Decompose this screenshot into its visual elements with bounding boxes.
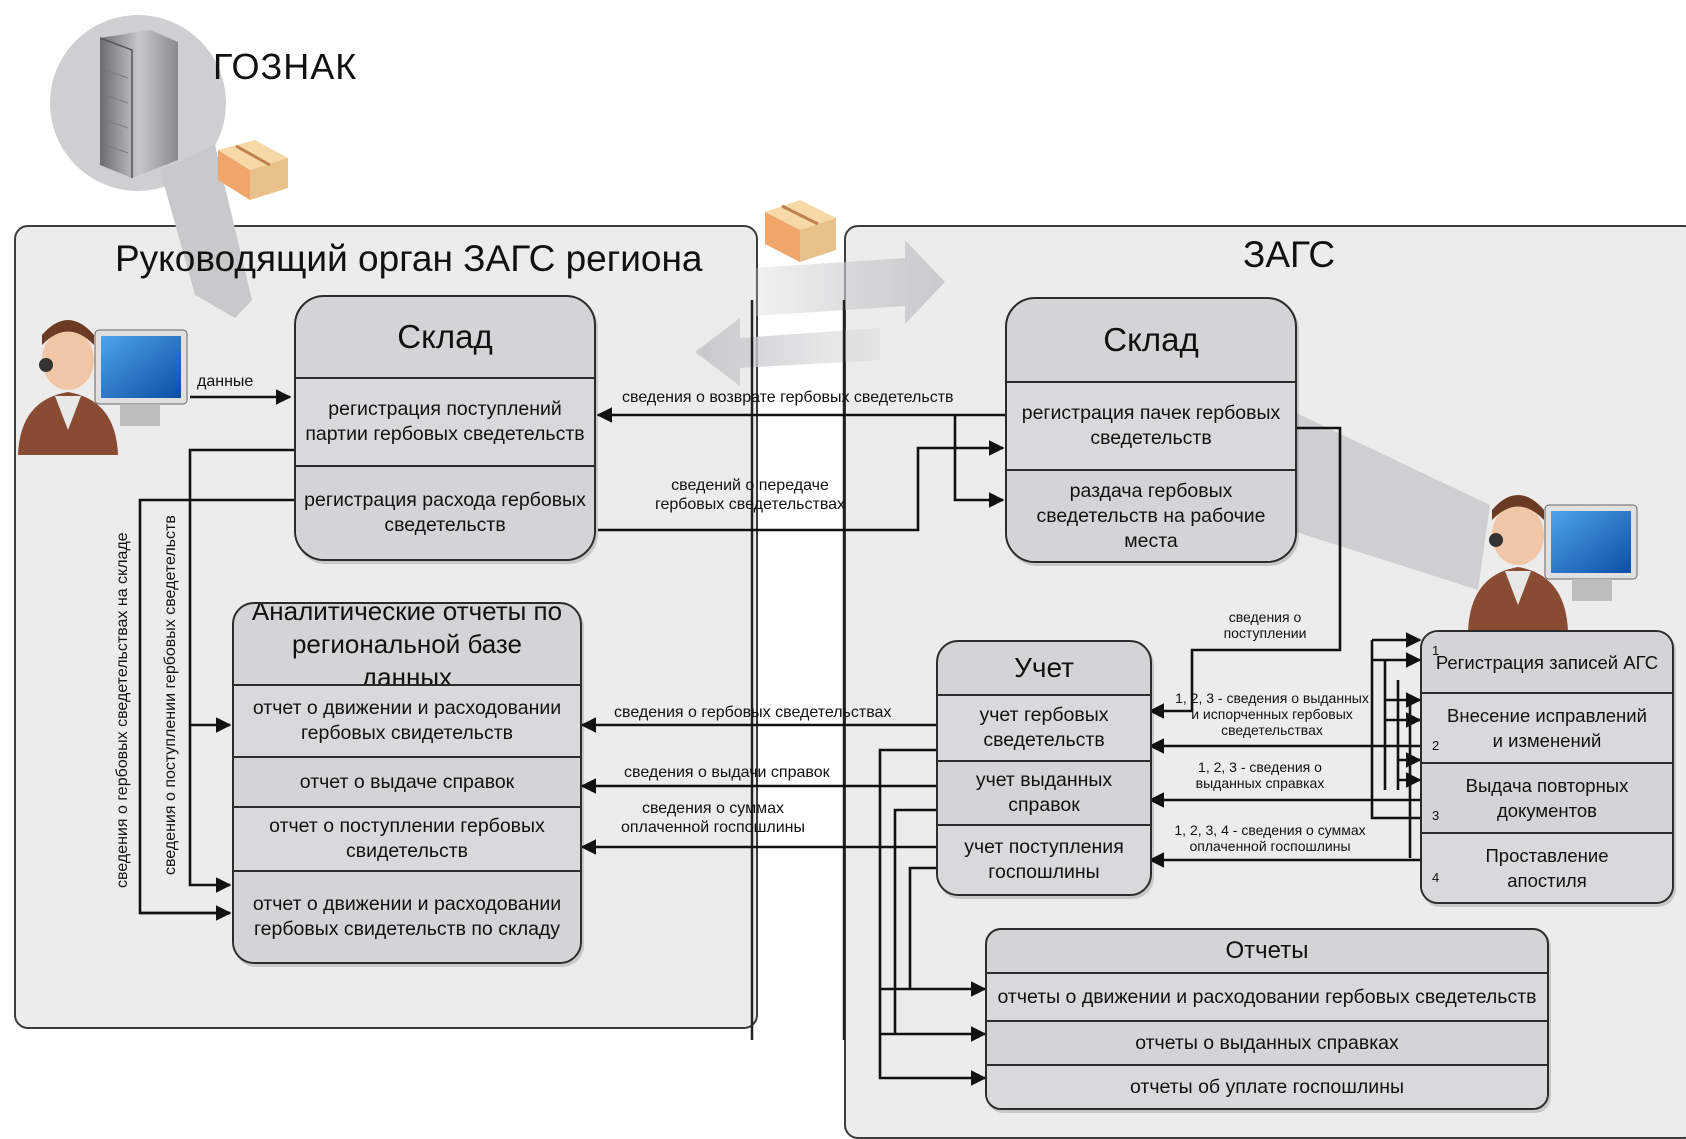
data-label: данные xyxy=(197,373,254,390)
issued-spoiled-label: 1, 2, 3 - сведения о выданных и испорчен… xyxy=(1175,690,1369,738)
registration-row-label: Выдача повторных документов xyxy=(1465,775,1629,821)
fee-info-label: сведения о суммах оплаченной госпошлины xyxy=(620,800,806,836)
registration-row-label: Внесение исправлений и изменений xyxy=(1447,705,1647,751)
zags-panel-title: ЗАГС xyxy=(1243,234,1336,275)
distribution-flow-arrow xyxy=(1290,410,1490,590)
analytics-row: отчет о выдаче справок xyxy=(234,756,580,806)
certificates-info-label: сведения о выдачи справок xyxy=(624,764,830,781)
reports-row: отчеты о движении и расходовании гербовы… xyxy=(987,972,1547,1020)
analytics-row: отчет о движении и расходовании гербовых… xyxy=(234,870,580,962)
accounting-box: Учет учет гербовых сведетельств учет выд… xyxy=(936,640,1152,896)
issued-certs-label: 1, 2, 3 - сведения о выданных справках xyxy=(1195,759,1325,791)
row-number: 1 xyxy=(1432,643,1440,658)
brand-name: ГОЗНАК xyxy=(213,46,358,87)
fee-sums-label: 1, 2, 3, 4 - сведения о суммах оплаченно… xyxy=(1174,822,1366,854)
package-icon xyxy=(218,140,288,200)
regional-panel-title: Руководящий орган ЗАГС региона xyxy=(115,238,703,279)
return-arrow xyxy=(695,318,880,386)
zags-warehouse-row: раздача гербовых сведетельств на рабочие… xyxy=(1007,469,1295,561)
receipt-info-label: сведения о поступлении xyxy=(1223,609,1307,641)
reports-box: Отчеты отчеты о движении и расходовании … xyxy=(985,928,1549,1110)
row-number: 3 xyxy=(1432,808,1440,823)
analytics-box: Аналитические отчеты по региональной баз… xyxy=(232,602,582,964)
reports-title: Отчеты xyxy=(1225,937,1309,964)
building-icon xyxy=(50,15,226,191)
regional-warehouse-title: Склад xyxy=(397,318,493,355)
registration-row: 3 Выдача повторных документов xyxy=(1422,762,1672,832)
transfer-info-label: сведений о передаче гербовых сведетельст… xyxy=(654,477,846,513)
operator-icon xyxy=(1468,495,1638,632)
registration-row: 4 Проставление апостиля xyxy=(1422,832,1672,902)
analytics-row: отчет о поступлении гербовых свидетельст… xyxy=(234,806,580,870)
regional-warehouse-row: регистрация расхода гербовых сведетельст… xyxy=(296,465,594,559)
shipment-arrow xyxy=(755,240,945,324)
analytics-row: отчет о движении и расходовании гербовых… xyxy=(234,684,580,756)
regional-warehouse-row: регистрация поступлений партии гербовых … xyxy=(296,377,594,465)
registration-row: 1 Регистрация записей АГС xyxy=(1422,632,1672,692)
regional-warehouse-box: Склад регистрация поступлений партии гер… xyxy=(294,295,596,561)
stamp-info-label: сведения о гербовых сведетельствах xyxy=(614,704,892,721)
accounting-row: учет поступления госпошлины xyxy=(938,824,1150,894)
vertical-stock-label: сведения о гербовых сведетельствах на ск… xyxy=(114,532,131,888)
vertical-receipt-label: сведения о поступлении гербовых сведетел… xyxy=(162,515,179,875)
package-icon xyxy=(765,200,836,262)
zags-warehouse-title: Склад xyxy=(1103,321,1199,358)
row-number: 2 xyxy=(1432,738,1440,753)
registration-box: 1 Регистрация записей АГС 2 Внесение исп… xyxy=(1420,630,1674,904)
registration-row-label: Проставление апостиля xyxy=(1485,845,1609,891)
reports-row: отчеты о выданных справках xyxy=(987,1020,1547,1064)
analytics-title: Аналитические отчеты по региональной баз… xyxy=(251,602,563,692)
registration-row: 2 Внесение исправлений и изменений xyxy=(1422,692,1672,762)
zags-warehouse-row: регистрация пачек гербовых сведетельств xyxy=(1007,381,1295,469)
registration-row-label: Регистрация записей АГС xyxy=(1435,651,1659,673)
zags-warehouse-box: Склад регистрация пачек гербовых сведете… xyxy=(1005,297,1297,563)
return-info-label: сведения о возврате гербовых сведетельст… xyxy=(622,389,954,406)
supply-flow-arrow xyxy=(160,145,252,318)
reports-row: отчеты об уплате госпошлины xyxy=(987,1064,1547,1108)
operator-icon xyxy=(18,320,188,455)
row-number: 4 xyxy=(1432,870,1440,885)
accounting-title: Учет xyxy=(1014,652,1074,683)
accounting-row: учет выданных справок xyxy=(938,760,1150,824)
accounting-row: учет гербовых сведетельств xyxy=(938,694,1150,760)
